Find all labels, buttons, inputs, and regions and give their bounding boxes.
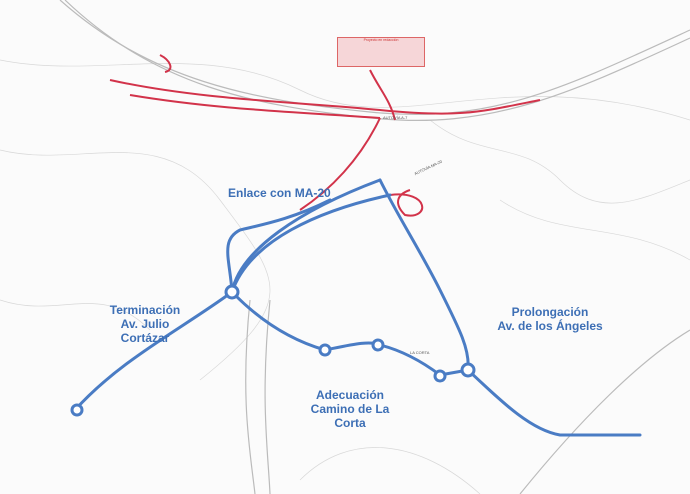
label-prolongacion-line1: Prolongación [511, 305, 589, 319]
red-roads [109, 54, 541, 217]
label-adecuacion-line2: Camino de La Corta [310, 402, 390, 430]
label-terminacion-line1: Terminación [109, 303, 181, 317]
label-prolongacion-line2: Av. de los Ángeles [497, 319, 603, 333]
label-la-corta: LA CORTA [410, 350, 430, 355]
existing-highways [59, 0, 690, 494]
label-autovia-a7: AUTOVÍA A-7 [383, 115, 408, 120]
terrain-lines [0, 59, 690, 494]
label-enlace: Enlace con MA-20 [228, 186, 331, 200]
roundabouts [70, 284, 476, 417]
label-adecuacion-line1: Adecuación [315, 388, 384, 402]
new-roads [73, 178, 642, 437]
label-terminacion-line2: Av. Julio Cortázar [120, 317, 170, 345]
note-title: Proyecto en redacción [363, 38, 399, 42]
project-note-box: Proyecto en redacción [337, 37, 425, 67]
